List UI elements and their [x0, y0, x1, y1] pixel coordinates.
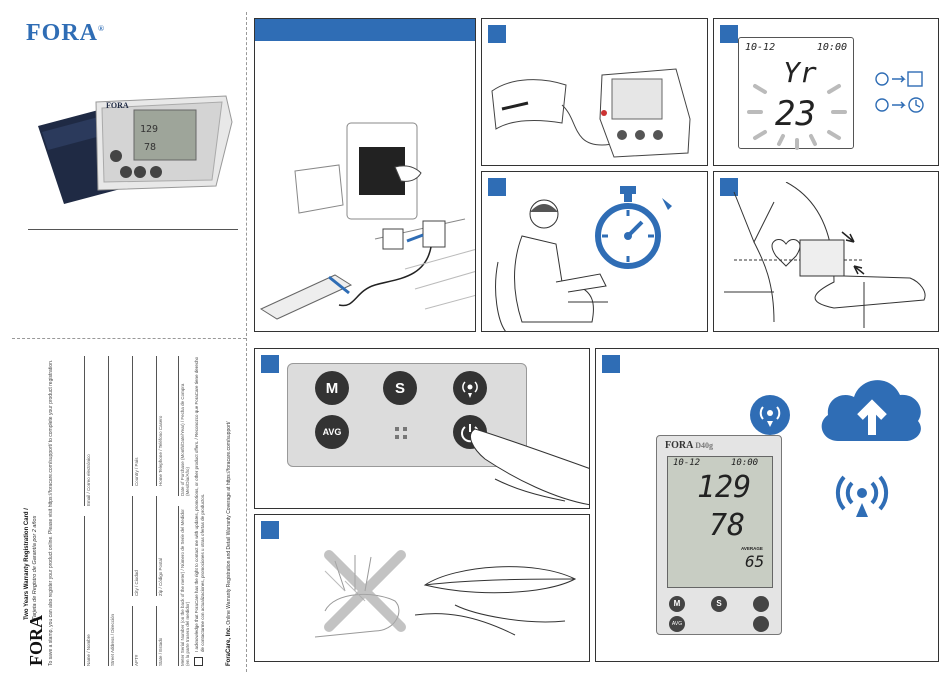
lcd-pulse-value: 65: [745, 552, 765, 571]
pressing-finger-illustration: [470, 428, 589, 506]
step-badge: [488, 25, 506, 43]
stopwatch-icon: [595, 186, 672, 269]
svg-text:129: 129: [140, 124, 158, 135]
lcd-m-button[interactable]: M: [669, 596, 685, 612]
set-mode-icons: [875, 71, 924, 113]
field-email[interactable]: Email / Correo electrónico: [84, 356, 91, 506]
lcd-sys-value: 129: [697, 470, 752, 505]
panel-power-setup: [254, 18, 476, 332]
panel-press-start: M S AVG: [254, 348, 590, 509]
setup-date: 10-12: [745, 42, 776, 53]
svg-text:78: 78: [144, 142, 156, 153]
field-country[interactable]: Country / País: [132, 356, 139, 486]
bluetooth-badge-icon: [750, 395, 790, 435]
lcd-avg-button[interactable]: AVG: [669, 616, 685, 632]
device-front: FORA D40g 10-12 10:00 129 78 AVERAGE 65 …: [656, 435, 782, 635]
panel-cuff-position: [713, 171, 939, 332]
setup-year-value: 23: [775, 94, 816, 134]
field-apt[interactable]: APT#: [132, 606, 139, 666]
wireless-signal-icon: [835, 475, 889, 517]
wireless-button[interactable]: [453, 371, 487, 405]
step-badge: [488, 178, 506, 196]
panel-header-bar: [255, 19, 475, 41]
footer-text: Online Warranty Registration and Detail …: [226, 421, 232, 625]
registration-footer: ForaCare, Inc. Online Warranty Registrat…: [226, 346, 232, 666]
fold-line-horizontal: [12, 338, 246, 339]
lcd-s-button[interactable]: S: [711, 596, 727, 612]
setup-lcd: 10-12 10:00 Yr 23: [738, 37, 854, 150]
seated-person-illustration: [495, 199, 608, 331]
m-button[interactable]: M: [315, 371, 349, 405]
step-badge: [720, 178, 738, 196]
product-image: 129 78 FORA: [38, 95, 233, 204]
device-brand-text: FORA: [665, 440, 693, 451]
field-phone[interactable]: Home Telephone / Teléfono Casero: [156, 356, 163, 486]
battery-adapter-illustration: [259, 122, 475, 320]
step-badge: [261, 521, 279, 539]
lcd-dia-value: 78: [709, 508, 746, 543]
panel-rest-before-measuring: [481, 171, 708, 332]
panel-results-upload: FORA D40g 10-12 10:00 129 78 AVERAGE 65 …: [595, 348, 939, 662]
svg-text:FORA: FORA: [106, 101, 129, 110]
field-name[interactable]: Name / Nombre: [84, 516, 91, 666]
fold-line-vertical: [246, 12, 247, 672]
registration-intro: To save a stamp, you can also register y…: [48, 359, 54, 666]
acknowledge-text: I acknowledge that ForaCare has the righ…: [194, 356, 205, 652]
dots-indicator-icon: [395, 427, 407, 439]
device-model: D40g: [695, 441, 714, 450]
hush-lips-illustration: [415, 566, 577, 636]
lcd-time: 10:00: [731, 458, 759, 468]
device-lcd: [667, 456, 773, 588]
lcd-average-label: AVERAGE: [741, 546, 763, 551]
field-serial[interactable]: Meter Serial Number (on the back of the …: [178, 506, 190, 666]
panel-connect-cuff: [481, 18, 708, 166]
footer-brand: ForaCare, Inc.: [226, 625, 232, 666]
lcd-wireless-button[interactable]: [753, 596, 769, 612]
warranty-registration-card: FORA Two Years Warranty Registration Car…: [18, 346, 244, 666]
cover-divider: [28, 229, 238, 230]
field-street[interactable]: Street Address / Dirección: [108, 356, 115, 666]
panel-set-date-time: 10-12 10:00 Yr 23: [713, 18, 939, 166]
field-city[interactable]: City / Ciudad: [132, 496, 139, 596]
cuff-connect-illustration: [491, 68, 691, 158]
step-badge: [602, 355, 620, 373]
registration-subtitle: Tarjeta de Registro de Garantía por 2 añ…: [32, 515, 38, 620]
s-button[interactable]: S: [383, 371, 417, 405]
acknowledge-checkbox[interactable]: [194, 657, 203, 666]
brand-logo: FORA®: [26, 20, 105, 46]
registration-title: Two Years Warranty Registration Card /: [24, 508, 30, 620]
setup-year-label: Yr: [783, 56, 817, 89]
no-movement-illustration: [314, 550, 406, 638]
lcd-power-button[interactable]: [753, 616, 769, 632]
blink-rays-icon: [747, 84, 847, 150]
panel-stay-still: [254, 514, 590, 662]
device-brand: FORA D40g: [665, 440, 713, 451]
lcd-date: 10-12: [673, 458, 701, 468]
setup-time: 10:00: [816, 42, 847, 53]
step-badge: [261, 355, 279, 373]
wireless-icon: [462, 381, 478, 398]
step-badge: [720, 25, 738, 43]
registration-logo: FORA: [26, 615, 46, 666]
field-zip[interactable]: Zip / Código Postal: [156, 496, 163, 596]
field-purchase-date[interactable]: Date of Purchase (Month/Date/Year) / Fec…: [178, 356, 190, 496]
arm-cuff-illustration: [724, 182, 926, 328]
avg-button[interactable]: AVG: [315, 415, 349, 449]
cloud-upload-icon: [821, 380, 921, 441]
field-state[interactable]: State / Estado: [156, 606, 163, 666]
